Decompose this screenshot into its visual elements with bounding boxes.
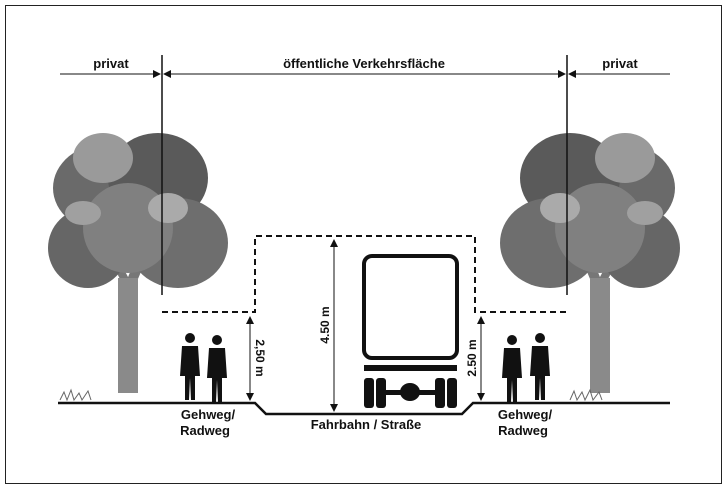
clearance-outline bbox=[162, 235, 567, 313]
label-road: Fahrbahn / Straße bbox=[311, 417, 422, 432]
label-height-center: 4.50 m bbox=[318, 306, 332, 343]
label-private-left: privat bbox=[93, 56, 129, 71]
truck-icon bbox=[362, 254, 459, 408]
label-public-area: öffentliche Verkehrsfläche bbox=[283, 56, 445, 71]
label-height-left: 2,50 m bbox=[253, 339, 267, 376]
ground-profile bbox=[58, 401, 670, 416]
label-height-right: 2.50 m bbox=[465, 339, 479, 376]
label-sidewalk-left-line2: Radweg bbox=[180, 423, 230, 438]
label-sidewalk-right-line2: Radweg bbox=[498, 423, 548, 438]
label-private-right: privat bbox=[602, 56, 638, 71]
grass bbox=[59, 388, 603, 402]
label-sidewalk-left-line1: Gehweg/ bbox=[181, 407, 236, 422]
label-sidewalk-right-line1: Gehweg/ bbox=[498, 407, 553, 422]
